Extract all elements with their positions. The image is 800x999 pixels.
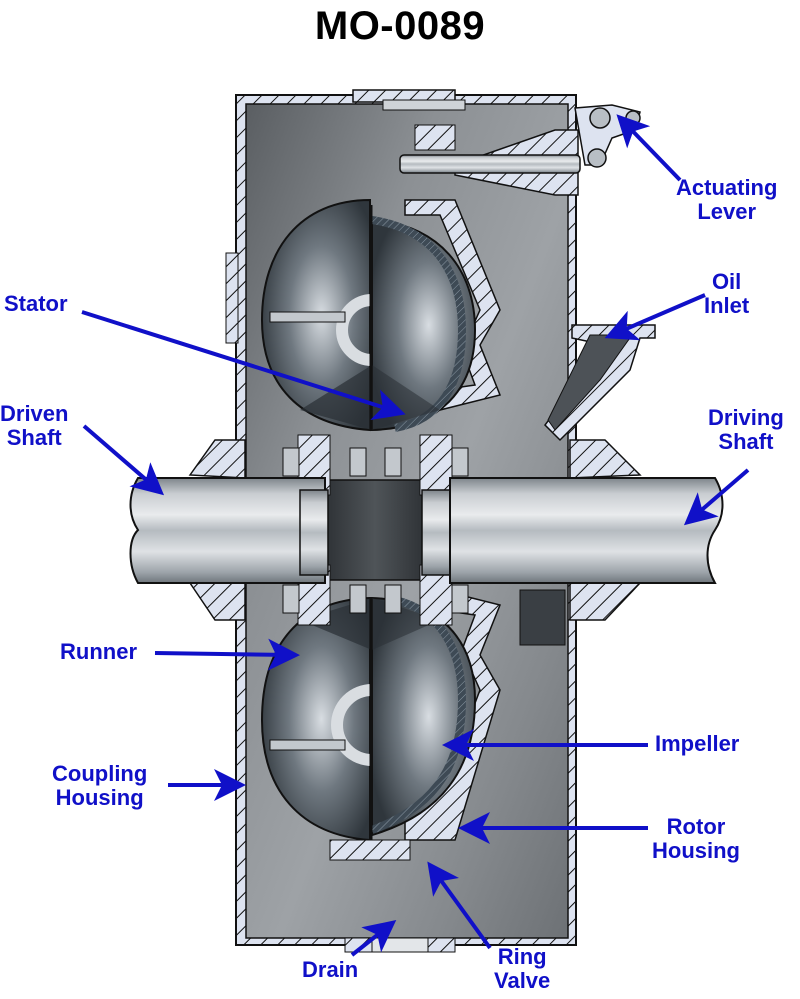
label-driving-shaft: Driving Shaft — [708, 405, 784, 454]
label-coupling-housing: Coupling Housing — [52, 761, 148, 810]
bearing-housings — [188, 439, 642, 646]
upper-torus — [260, 198, 477, 432]
label-driven-shaft: Driven Shaft — [0, 401, 69, 450]
label-runner: Runner — [60, 639, 137, 664]
leader-actuating-lever — [616, 114, 682, 182]
leader-driving-shaft — [683, 468, 750, 526]
diagram-title: MO-0089 — [314, 4, 486, 48]
label-oil-inlet: Oil Inlet — [704, 269, 750, 318]
driving-shaft — [449, 477, 724, 584]
actuating-lever-assembly — [399, 104, 641, 196]
center-hub — [282, 434, 469, 626]
leader-stator — [81, 310, 406, 421]
label-ring-valve: Ring Valve — [494, 944, 551, 993]
label-rotor-housing: Rotor Housing — [652, 814, 740, 863]
leader-drain — [350, 920, 397, 957]
drain-plug — [371, 937, 429, 953]
label-actuating-lever: Actuating Lever — [676, 175, 778, 224]
leader-oil-inlet — [604, 293, 706, 341]
label-drain: Drain — [302, 957, 359, 982]
label-impeller: Impeller — [655, 731, 740, 756]
leader-ring-valve — [427, 861, 492, 950]
shafts — [129, 477, 724, 584]
label-stator: Stator — [4, 291, 68, 316]
leader-runner — [154, 638, 300, 671]
leader-driven-shaft — [82, 424, 165, 496]
driven-shaft — [129, 477, 326, 584]
leader-lines — [81, 114, 750, 957]
